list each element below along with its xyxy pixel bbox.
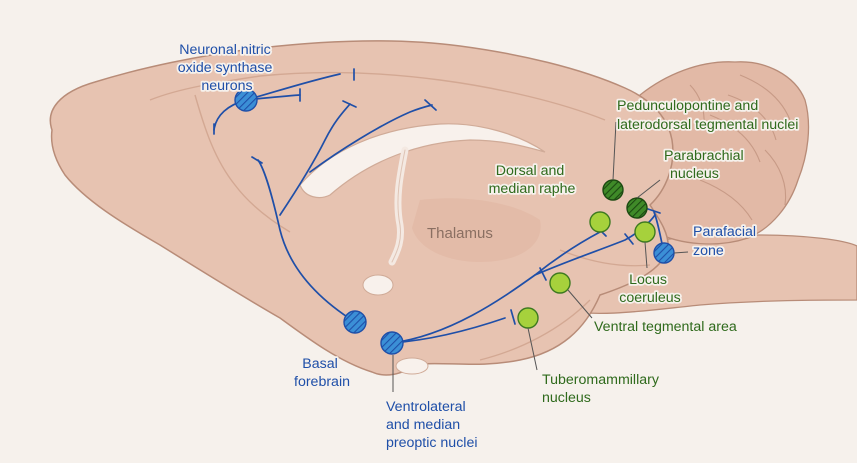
label-parabrachial-line2: nucleus — [670, 166, 719, 182]
label-vlpo-line1: Ventrolateral — [386, 399, 466, 415]
vta-node — [550, 273, 570, 293]
label-vlpo-line3: preoptic nuclei — [386, 435, 478, 451]
label-locus-coeruleus-line1: Locus — [629, 272, 667, 288]
parafacial-zone-node — [654, 243, 674, 263]
parabrachial-node — [627, 198, 647, 218]
label-nnos-line3: neurons — [201, 78, 252, 94]
anterior-commissure — [363, 275, 393, 295]
label-ppt-ldt-line1: Pedunculopontine and — [617, 98, 758, 114]
label-dorsal-raphe-line2: median raphe — [489, 181, 576, 197]
label-vlpo: Ventrolateral and median preoptic nuclei — [386, 399, 478, 451]
label-parafacial-line2: zone — [693, 243, 724, 259]
label-parafacial-line1: Parafacial — [693, 224, 756, 240]
label-nnos-line2: oxide synthase — [178, 60, 273, 76]
label-locus-coeruleus-line2: coeruleus — [619, 290, 681, 306]
label-basal-forebrain-line1: Basal — [302, 356, 338, 372]
dorsal-raphe-node — [590, 212, 610, 232]
label-vlpo-line2: and median — [386, 417, 460, 433]
label-tmn-line1: Tuberomammillary — [542, 372, 660, 388]
label-tmn-line2: nucleus — [542, 390, 591, 406]
locus-coeruleus-node — [635, 222, 655, 242]
label-basal-forebrain-line2: forebrain — [294, 374, 350, 390]
basal-forebrain-node — [344, 311, 366, 333]
label-ppt-ldt-line2: laterodorsal tegmental nuclei — [617, 117, 798, 133]
ppt-ldt-node — [603, 180, 623, 200]
label-dorsal-raphe-line1: Dorsal and — [496, 163, 565, 179]
tmn-node — [518, 308, 538, 328]
label-thalamus: Thalamus — [427, 225, 493, 242]
label-nnos-line1: Neuronal nitric — [179, 42, 270, 58]
vlpo-node — [381, 332, 403, 354]
label-vta: Ventral tegmental area — [594, 319, 737, 335]
label-parabrachial-line1: Parabrachial — [664, 148, 744, 164]
optic-chiasm — [396, 358, 428, 374]
